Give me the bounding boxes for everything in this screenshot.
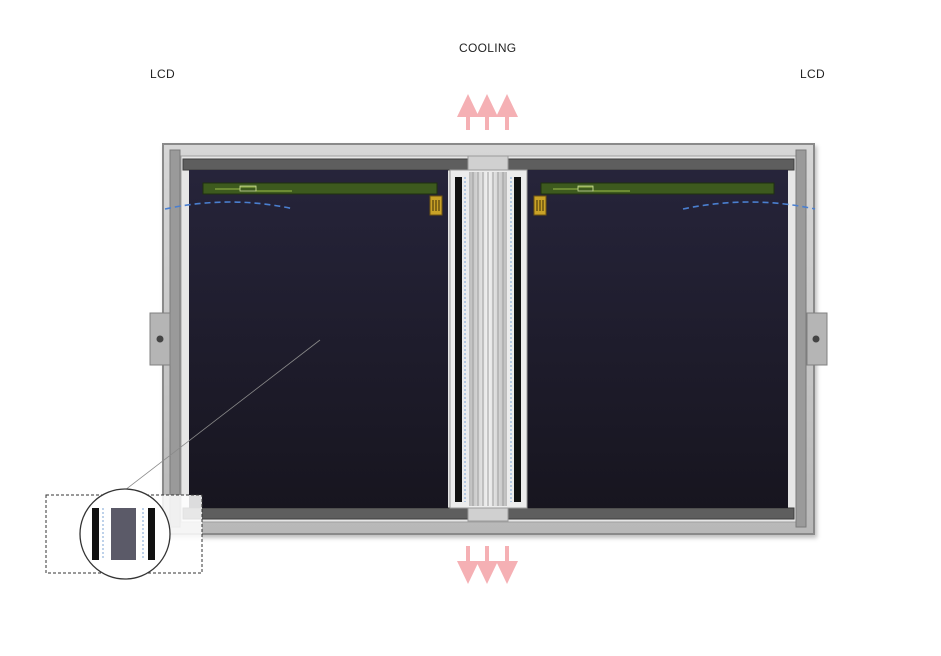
arrow-up-icon xyxy=(457,94,518,130)
airflow-left xyxy=(164,201,295,210)
lcd-right-label: LCD xyxy=(800,67,825,81)
connector-left xyxy=(429,195,443,216)
heat-sink xyxy=(449,155,528,522)
zoom-callout-icon xyxy=(45,488,203,580)
left-mounting-bracket xyxy=(149,312,171,366)
arrow-down-icon xyxy=(457,546,518,584)
cooling-label: COOLING xyxy=(459,41,517,55)
lcd-left-label: LCD xyxy=(150,67,175,81)
pcb-right xyxy=(540,182,775,195)
right-side-rail xyxy=(795,149,807,528)
lcd-panel-left xyxy=(189,170,448,508)
callout-leader-line xyxy=(124,339,321,491)
lcd-panel-right xyxy=(527,170,788,508)
airflow-right xyxy=(682,201,816,210)
connector-right xyxy=(533,195,547,216)
right-mounting-bracket xyxy=(806,312,828,366)
pcb-left xyxy=(202,182,438,195)
